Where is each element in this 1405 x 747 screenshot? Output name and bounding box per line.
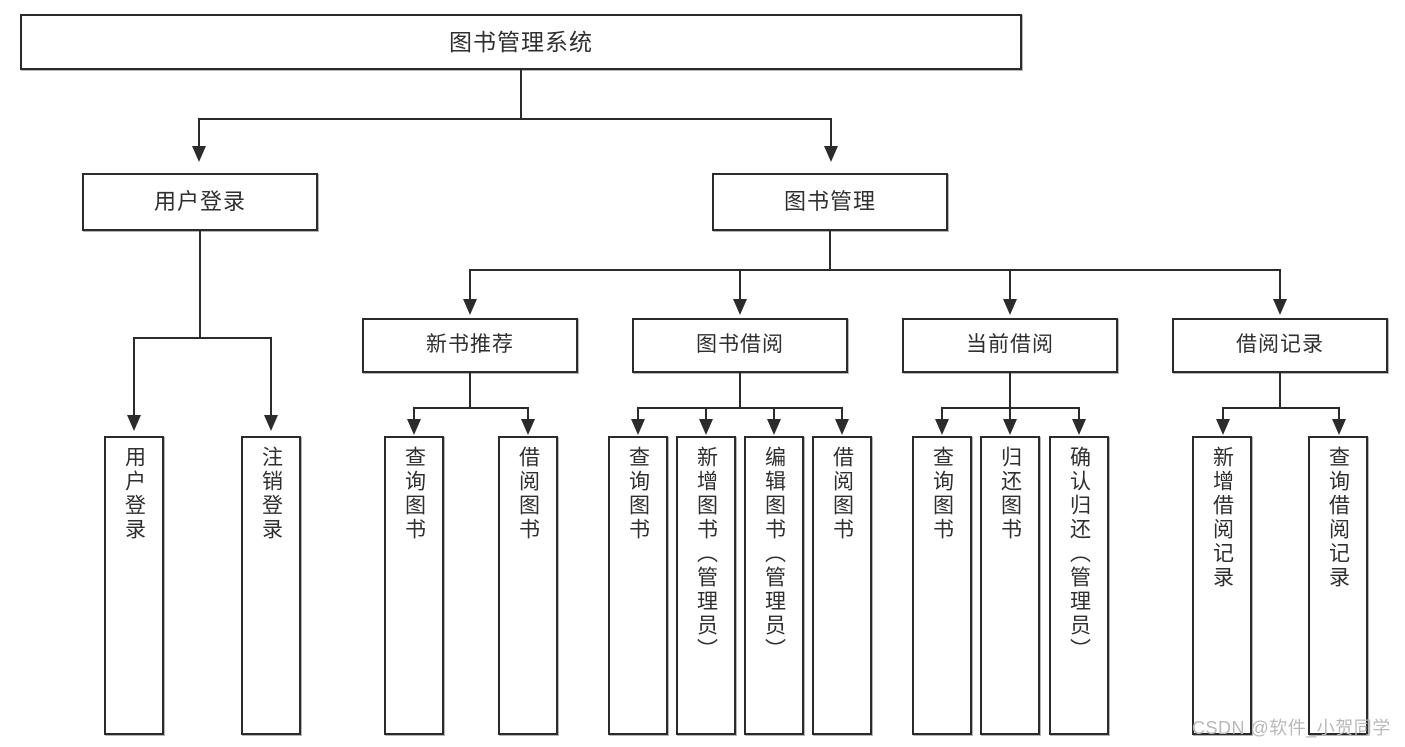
node-label: 用户登录 [153, 189, 246, 215]
connector-bm-to-current-borrow [1009, 269, 1011, 301]
node-borrow-record[interactable]: 借阅记录 [1172, 318, 1388, 373]
node-label: 新书推荐 [426, 333, 514, 357]
leaf-current-borrow-1[interactable]: 查询图书 [912, 436, 972, 735]
node-label: 注销登录 [259, 446, 283, 542]
node-new-book-recommend[interactable]: 新书推荐 [362, 318, 578, 373]
node-label: 图书管理系统 [449, 28, 593, 55]
node-label: 查询图书 [402, 446, 426, 542]
leaf-new-book-1[interactable]: 查询图书 [384, 436, 444, 735]
node-label: 确认归还（管理员） [1067, 446, 1091, 662]
arrow-cb-to-leaf-3 [1072, 419, 1086, 435]
arrow-br-to-leaf-2 [1332, 419, 1346, 435]
arrow-root-to-user-login [192, 146, 206, 162]
node-label: 新增借阅记录 [1210, 446, 1234, 590]
leaf-borrow-record-2[interactable]: 查询借阅记录 [1308, 436, 1368, 735]
connector-bb-to-leaf-3 [773, 407, 775, 421]
node-current-borrow[interactable]: 当前借阅 [902, 318, 1118, 373]
arrow-bb-to-leaf-1 [631, 419, 645, 435]
connector-bb-to-leaf-1 [637, 407, 639, 421]
connector-bb-to-leaf-4 [841, 407, 843, 421]
node-label: 归还图书 [998, 446, 1022, 542]
leaf-current-borrow-3[interactable]: 确认归还（管理员） [1049, 436, 1109, 735]
node-label: 图书管理 [783, 189, 876, 215]
leaf-user-login-1[interactable]: 用户登录 [104, 436, 164, 735]
connector-user-login-to-leaf-2 [270, 337, 272, 417]
connector-cb-to-leaf-3 [1078, 407, 1080, 421]
arrow-bb-to-leaf-4 [835, 419, 849, 435]
connector-br-to-leaf-1 [1222, 407, 1224, 421]
watermark-csdn: CSDN @软件_小贺同学 [1192, 718, 1391, 738]
node-label: 查询图书 [626, 446, 650, 542]
connector-borrow-record-stem [1279, 373, 1281, 409]
connector-user-login-stem [199, 231, 201, 339]
arrow-bb-to-leaf-3 [767, 419, 781, 435]
leaf-book-borrow-1[interactable]: 查询图书 [608, 436, 668, 735]
arrow-bm-to-current-borrow [1003, 299, 1017, 315]
connector-book-management-stem [829, 231, 831, 271]
connector-root-to-book-management [830, 118, 832, 148]
connector-new-book-to-leaf-2 [527, 407, 529, 421]
connector-root-stem [520, 70, 522, 118]
node-root-book-management-system[interactable]: 图书管理系统 [20, 14, 1022, 70]
connector-root-to-user-login [198, 118, 200, 148]
connector-borrow-record-bar [1222, 407, 1339, 409]
leaf-new-book-2[interactable]: 借阅图书 [498, 436, 558, 735]
leaf-book-borrow-2[interactable]: 新增图书（管理员） [676, 436, 736, 735]
arrow-user-login-to-leaf-1 [127, 415, 141, 431]
connector-br-to-leaf-2 [1338, 407, 1340, 421]
arrow-bm-to-book-borrow [733, 299, 747, 315]
arrow-br-to-leaf-1 [1216, 419, 1230, 435]
connector-new-book-bar [413, 407, 528, 409]
leaf-user-login-2[interactable]: 注销登录 [241, 436, 301, 735]
connector-cb-to-leaf-1 [941, 407, 943, 421]
leaf-book-borrow-4[interactable]: 借阅图书 [812, 436, 872, 735]
connector-root-bar [198, 118, 832, 120]
leaf-book-borrow-3[interactable]: 编辑图书（管理员） [744, 436, 804, 735]
arrow-bb-to-leaf-2 [699, 419, 713, 435]
node-label: 借阅图书 [830, 446, 854, 542]
connector-new-book-stem [469, 373, 471, 409]
node-label: 当前借阅 [966, 333, 1054, 357]
arrow-new-book-to-leaf-1 [407, 419, 421, 435]
node-label: 借阅图书 [516, 446, 540, 542]
connector-user-login-bar [133, 337, 271, 339]
connector-bm-to-book-borrow [739, 269, 741, 301]
connector-book-management-bar [469, 269, 1280, 271]
node-label: 图书借阅 [696, 333, 784, 357]
connector-book-borrow-bar [637, 407, 843, 409]
node-label: 查询借阅记录 [1326, 446, 1350, 590]
connector-user-login-to-leaf-1 [133, 337, 135, 417]
node-book-management[interactable]: 图书管理 [712, 173, 948, 231]
leaf-borrow-record-1[interactable]: 新增借阅记录 [1192, 436, 1252, 735]
arrow-root-to-book-management [824, 146, 838, 162]
arrow-bm-to-borrow-record [1273, 299, 1287, 315]
connector-bm-to-new-book [469, 269, 471, 301]
node-label: 编辑图书（管理员） [762, 446, 786, 662]
connector-new-book-to-leaf-1 [413, 407, 415, 421]
arrow-new-book-to-leaf-2 [521, 419, 535, 435]
arrow-cb-to-leaf-2 [1003, 419, 1017, 435]
connector-bm-to-borrow-record [1279, 269, 1281, 301]
connector-current-borrow-stem [1009, 373, 1011, 409]
node-user-login[interactable]: 用户登录 [82, 173, 318, 231]
node-label: 借阅记录 [1236, 333, 1324, 357]
arrow-cb-to-leaf-1 [935, 419, 949, 435]
connector-bb-to-leaf-2 [705, 407, 707, 421]
node-label: 用户登录 [122, 446, 146, 542]
node-book-borrow[interactable]: 图书借阅 [632, 318, 848, 373]
arrow-bm-to-new-book [463, 299, 477, 315]
connector-cb-to-leaf-2 [1009, 407, 1011, 421]
connector-book-borrow-stem [739, 373, 741, 409]
node-label: 查询图书 [930, 446, 954, 542]
leaf-current-borrow-2[interactable]: 归还图书 [980, 436, 1040, 735]
arrow-user-login-to-leaf-2 [264, 415, 278, 431]
node-label: 新增图书（管理员） [694, 446, 718, 662]
